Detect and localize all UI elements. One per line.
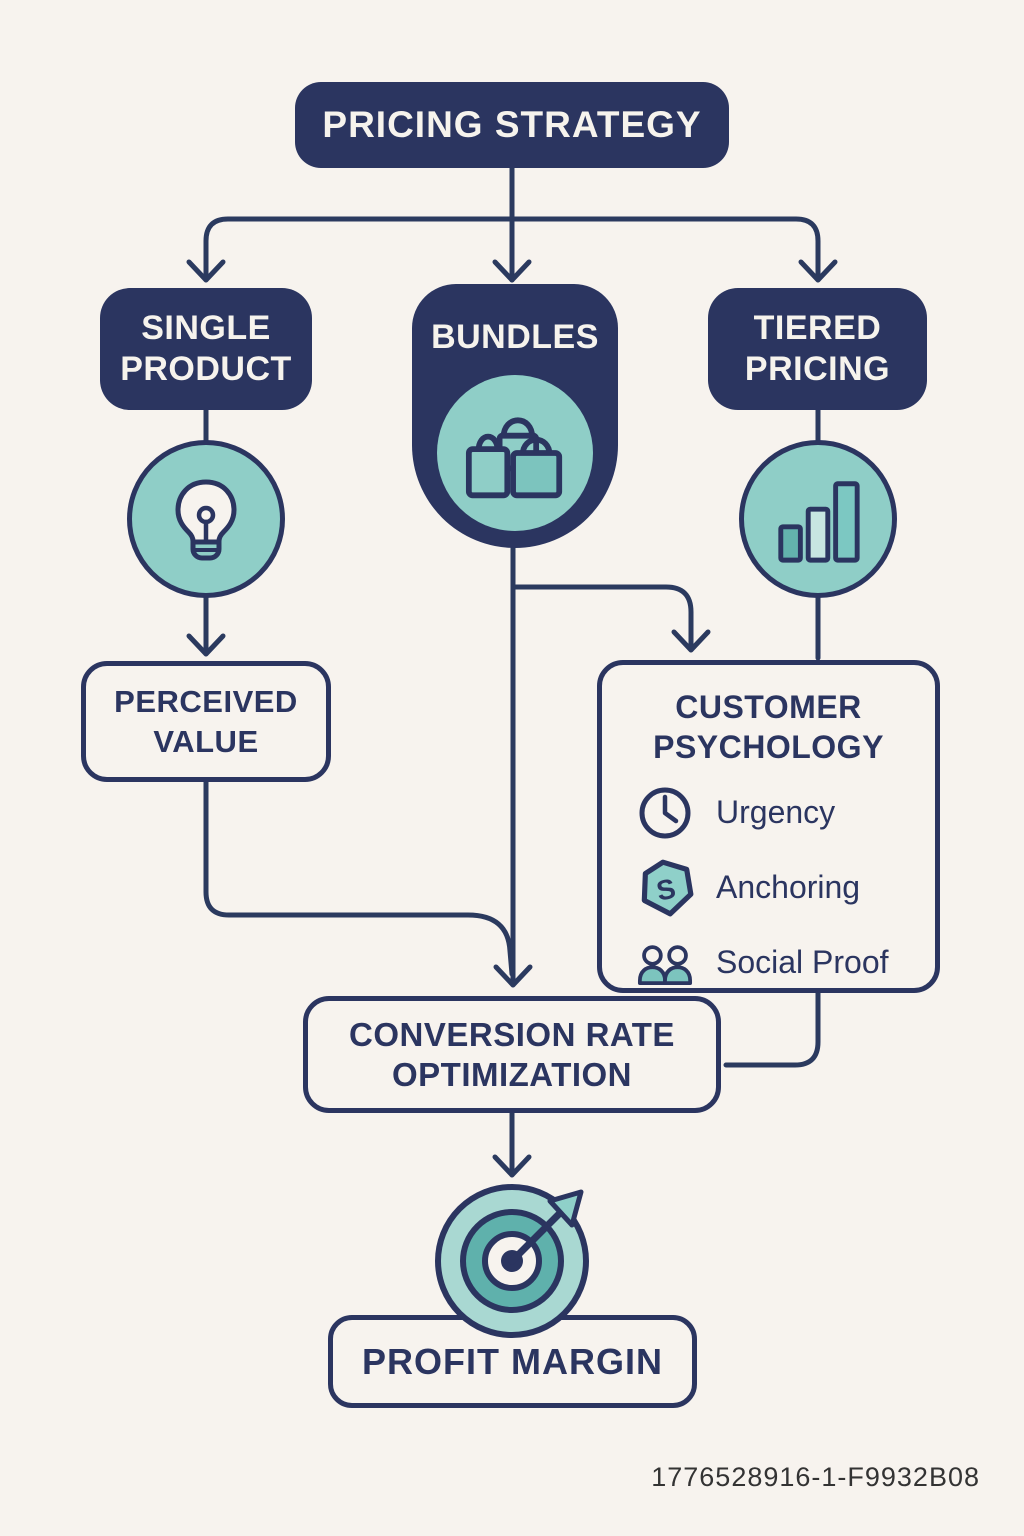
perceived-value-label-line2: VALUE <box>153 723 259 759</box>
customer-psychology-items: Urgency S Anchoring <box>602 775 935 1000</box>
node-bundles: BUNDLES <box>412 284 618 548</box>
connector-branch-bar <box>203 216 821 281</box>
customer-psychology-title-line2: PSYCHOLOGY <box>653 729 884 765</box>
customer-psychology-title: CUSTOMER PSYCHOLOGY <box>653 687 884 767</box>
price-tag-icon: S <box>634 857 696 919</box>
psychology-item-label: Social Proof <box>716 944 889 980</box>
psychology-item-urgency: Urgency <box>602 775 935 850</box>
pricing-strategy-label: PRICING STRATEGY <box>322 104 702 145</box>
arrowhead-tiered-pricing <box>798 259 838 283</box>
lightbulb-badge <box>127 440 285 598</box>
connector-bundles-to-psychology <box>510 584 694 651</box>
customer-psychology-title-line1: CUSTOMER <box>675 689 862 725</box>
tiered-pricing-label-line2: PRICING <box>744 350 891 388</box>
arrowhead-psychology <box>671 629 711 653</box>
bundles-label: BUNDLES <box>431 318 599 356</box>
target-icon <box>435 1184 589 1338</box>
node-customer-psychology: CUSTOMER PSYCHOLOGY Urgency S <box>597 660 940 993</box>
node-pricing-strategy: PRICING STRATEGY <box>295 82 729 168</box>
single-product-label-line2: PRODUCT <box>120 350 292 388</box>
bar-chart-icon <box>778 481 860 563</box>
node-perceived-value: PERCEIVED VALUE <box>81 661 331 782</box>
bar-chart-badge <box>739 440 897 598</box>
single-product-label-line1: SINGLE <box>141 309 271 347</box>
arrowhead-bundles <box>492 259 532 283</box>
node-tiered-pricing: TIERED PRICING <box>708 288 927 410</box>
people-icon <box>634 932 696 994</box>
node-single-product: SINGLE PRODUCT <box>100 288 312 410</box>
bundles-badge <box>437 375 593 531</box>
clock-icon <box>634 782 696 844</box>
connector-perceived-to-cro <box>203 779 515 977</box>
watermark-id: 1776528916-1-F9932B08 <box>651 1462 980 1492</box>
conversion-rate-label-line1: CONVERSION RATE <box>349 1015 675 1053</box>
perceived-value-label-line1: PERCEIVED <box>114 683 298 719</box>
tiered-pricing-label-line1: TIERED <box>753 309 882 347</box>
psychology-item-label: Urgency <box>716 794 836 830</box>
psychology-item-social-proof: Social Proof <box>602 925 935 1000</box>
conversion-rate-label-line2: OPTIMIZATION <box>391 1055 633 1093</box>
arrowhead-perceived-value <box>186 633 226 657</box>
node-conversion-rate-optimization: CONVERSION RATE OPTIMIZATION <box>303 996 721 1113</box>
psychology-item-anchoring: S Anchoring <box>602 850 935 925</box>
arrowhead-cro <box>493 964 533 988</box>
psychology-item-label: Anchoring <box>716 869 861 905</box>
target-badge <box>430 1177 594 1341</box>
connector-psychology-to-cro <box>723 990 821 1068</box>
profit-margin-label: PROFIT MARGIN <box>362 1340 663 1382</box>
arrowhead-single-product <box>186 259 226 283</box>
lightbulb-icon <box>175 479 237 561</box>
shopping-bags-icon <box>465 417 563 499</box>
arrowhead-target <box>492 1154 532 1178</box>
